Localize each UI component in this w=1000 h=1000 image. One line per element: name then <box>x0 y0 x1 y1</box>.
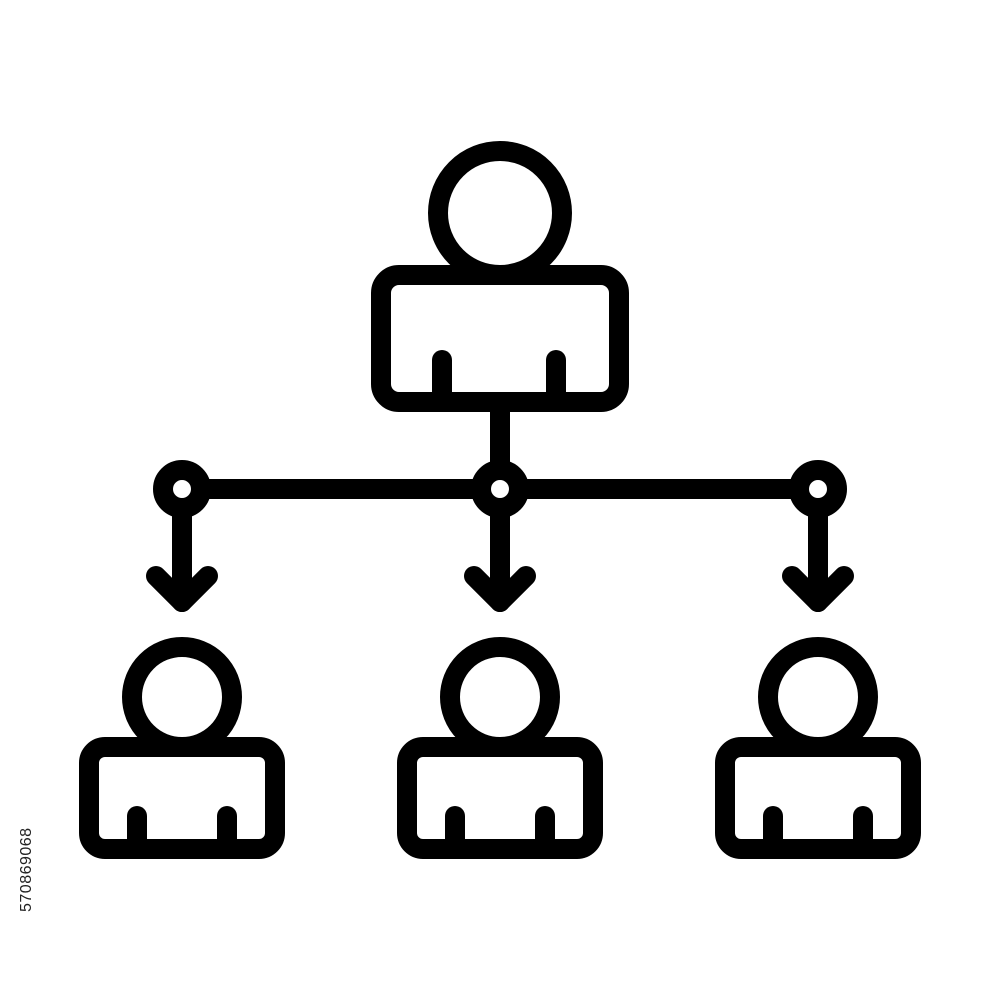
bottom-right-person-icon <box>715 637 921 859</box>
top-person-icon <box>371 141 629 412</box>
arrow-down-icon <box>146 498 218 612</box>
arrow-down-icon <box>782 498 854 612</box>
bottom-center-person-icon <box>397 637 603 859</box>
arrow-down-icon <box>464 498 536 612</box>
top-person-head <box>428 141 572 285</box>
stock-id-text: 570869068 <box>18 827 35 912</box>
top-person-body <box>371 265 629 412</box>
bottom-left-person-icon <box>79 637 285 859</box>
